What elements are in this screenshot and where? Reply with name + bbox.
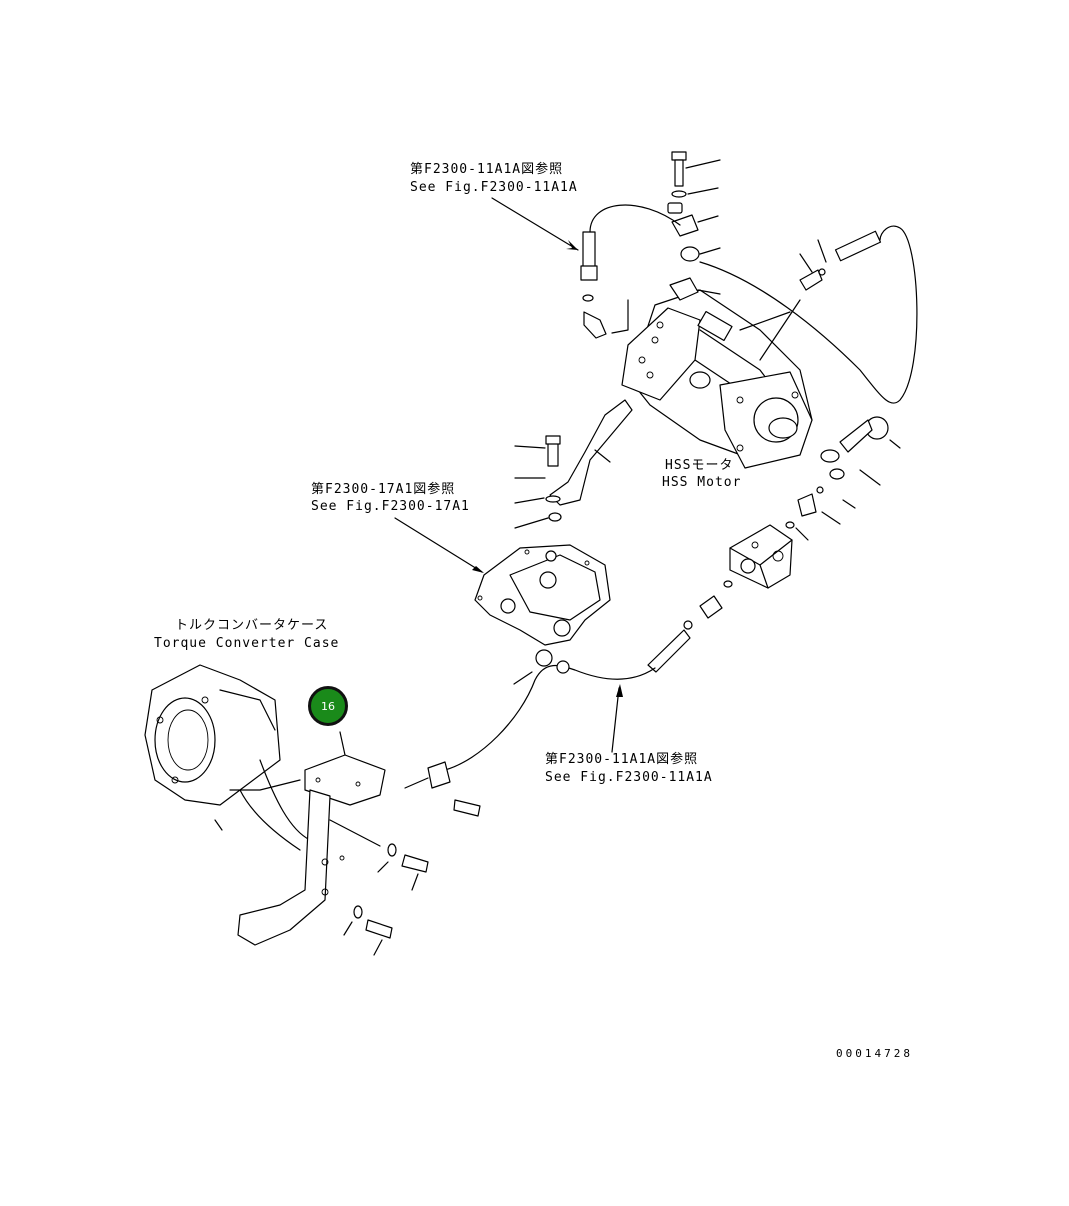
reference-label-bottom-en: See Fig.F2300-11A1A [545, 770, 713, 785]
hose-fitting-left [580, 204, 681, 339]
converter-case-label-jp: トルクコンバータケース [175, 618, 329, 633]
bracket-arm [514, 399, 633, 529]
reference-label-top-jp: 第F2300-11A1A図参照 [410, 162, 564, 177]
reference-leader-bottom [611, 684, 623, 753]
reference-label-top-en: See Fig.F2300-11A1A [410, 180, 578, 195]
mounting-bracket [237, 731, 429, 956]
converter-case-label-en: Torque Converter Case [154, 636, 340, 651]
reference-label-mid-jp: 第F2300-17A1図参照 [311, 482, 456, 497]
reference-label-mid-en: See Fig.F2300-17A1 [311, 499, 470, 514]
hose-lower [404, 649, 656, 817]
part-callout-16[interactable]: 16 [308, 686, 348, 726]
valve-housing [474, 544, 611, 646]
hss-motor-label-en: HSS Motor [662, 475, 742, 490]
part-callout-number: 16 [321, 700, 335, 713]
hss-motor [621, 289, 813, 469]
hss-motor-label-jp: HSSモータ [665, 458, 734, 473]
reference-leader-mid [394, 517, 484, 573]
bolt-stack-top [667, 151, 721, 301]
hose-right [699, 225, 918, 509]
drawing-number: 00014728 [836, 1047, 913, 1060]
torque-converter-case [144, 664, 311, 851]
reference-label-bottom-jp: 第F2300-11A1A図参照 [545, 752, 699, 767]
reference-leader-top [491, 197, 579, 251]
valve-block [647, 524, 793, 673]
fittings-right [785, 239, 841, 541]
